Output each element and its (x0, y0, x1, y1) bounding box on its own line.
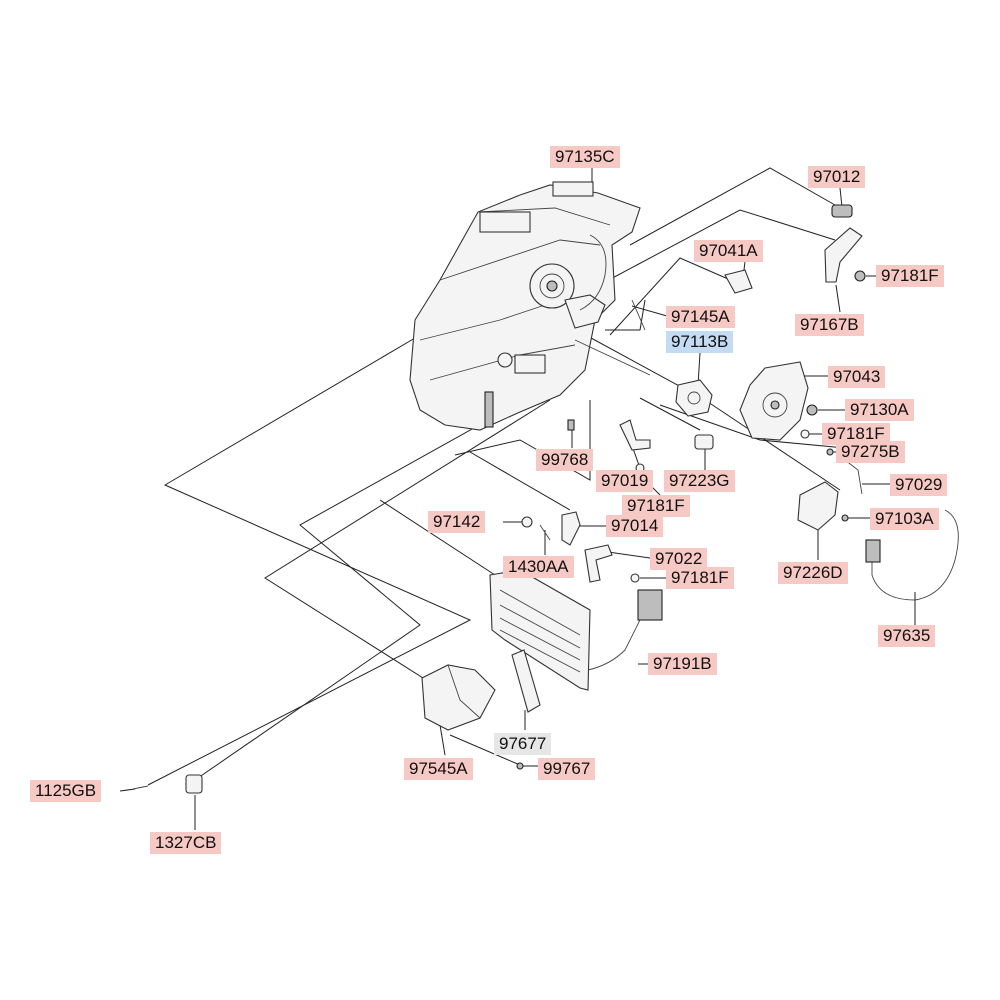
label-97130A[interactable]: 97130A (845, 399, 914, 421)
label-97226D[interactable]: 97226D (778, 562, 848, 584)
label-97181F-d[interactable]: 97181F (666, 567, 734, 589)
component-shapes (132, 181, 959, 794)
label-97142[interactable]: 97142 (428, 511, 486, 533)
label-97103A[interactable]: 97103A (870, 508, 939, 530)
label-97181F-a[interactable]: 97181F (876, 265, 944, 287)
label-97041A[interactable]: 97041A (694, 240, 763, 262)
label-97223G[interactable]: 97223G (664, 470, 735, 492)
label-97635[interactable]: 97635 (878, 625, 936, 647)
label-97275B[interactable]: 97275B (836, 441, 905, 463)
label-97191B[interactable]: 97191B (648, 653, 717, 675)
label-1125GB[interactable]: 1125GB (30, 780, 102, 802)
label-97012[interactable]: 97012 (808, 166, 866, 188)
label-99767[interactable]: 99767 (538, 758, 596, 780)
label-97019[interactable]: 97019 (596, 470, 654, 492)
label-97022[interactable]: 97022 (650, 548, 708, 570)
label-97135C[interactable]: 97135C (550, 146, 620, 168)
label-97014[interactable]: 97014 (606, 515, 664, 537)
label-97043[interactable]: 97043 (828, 366, 886, 388)
label-97113B[interactable]: 97113B (666, 331, 734, 353)
label-97145A[interactable]: 97145A (666, 306, 735, 328)
label-97181F-c[interactable]: 97181F (622, 495, 690, 517)
label-97167B[interactable]: 97167B (795, 314, 864, 336)
label-1327CB[interactable]: 1327CB (150, 832, 222, 854)
label-97545A[interactable]: 97545A (404, 758, 473, 780)
label-1430AA[interactable]: 1430AA (503, 556, 574, 578)
label-97181F-b[interactable]: 97181F (822, 423, 890, 445)
label-97029[interactable]: 97029 (890, 474, 948, 496)
label-97677[interactable]: 97677 (494, 733, 552, 755)
label-99768[interactable]: 99768 (536, 449, 594, 471)
heater-housing (409, 184, 641, 431)
